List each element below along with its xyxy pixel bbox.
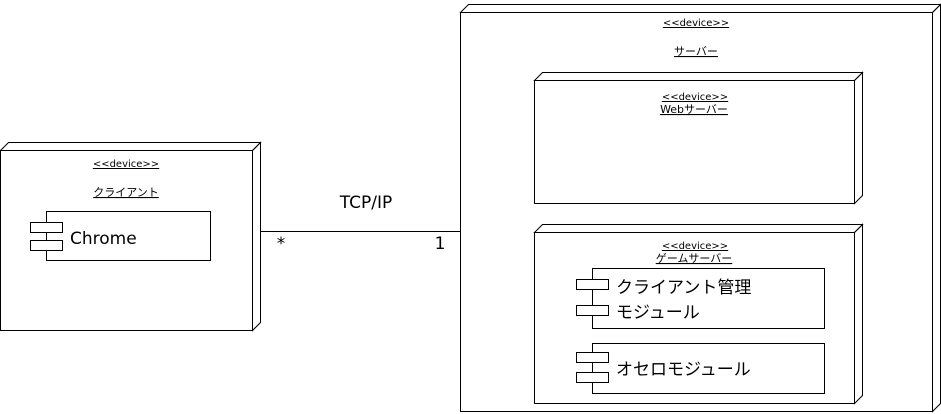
server-stereotype: <<device>> [663, 18, 729, 29]
game-server-stereotype: <<device>> [662, 241, 728, 252]
client-name: クライアント [93, 186, 159, 199]
chrome-label: Chrome [70, 229, 137, 249]
web-server-stereotype: <<device>> [662, 92, 728, 103]
component-port-icon [30, 222, 63, 233]
chrome-component[interactable] [30, 211, 211, 261]
connection-label: TCP/IP [339, 193, 393, 213]
client-management-module-component[interactable] [576, 268, 825, 329]
client-multiplicity: * [277, 234, 286, 254]
othello-module-label: オセロモジュール [616, 360, 751, 380]
server-multiplicity: 1 [435, 234, 446, 254]
web-server-node[interactable] [533, 71, 864, 205]
game-server-name: ゲームサーバー [656, 252, 733, 265]
client-management-label-line2: モジュール [616, 303, 700, 323]
client-stereotype: <<device>> [93, 159, 159, 170]
othello-module-component[interactable] [576, 343, 825, 394]
component-port-icon [576, 352, 609, 363]
component-port-icon [576, 305, 609, 316]
client-management-label-line1: クライアント管理 [616, 278, 751, 298]
component-port-icon [30, 240, 63, 251]
web-server-name: Webサーバー [660, 103, 728, 116]
component-port-icon [576, 372, 609, 383]
server-name: サーバー [674, 45, 718, 58]
component-port-icon [576, 279, 609, 290]
